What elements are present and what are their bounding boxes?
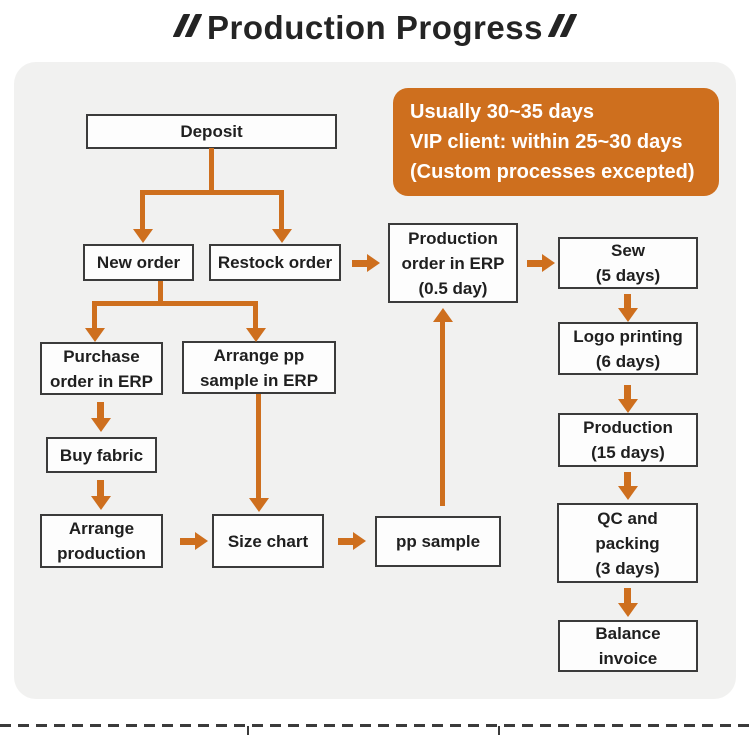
arrow-production-order-to-sew-shaft [527,260,542,267]
node-deposit: Deposit [86,114,337,149]
node-new-order: New order [83,244,194,281]
arrow-purchase-to-buy-fabric-shaft [97,402,104,418]
arrow-pp-sample-to-production-order-shaft [440,321,445,506]
quote-left-icon [172,14,203,37]
node-logo-printing: Logo printing (6 days) [558,322,698,375]
callout-line-3: (Custom processes excepted) [410,161,695,183]
connector-deposit-to-restock-line [279,195,284,229]
page-title: Production Progress [0,6,750,50]
arrow-qc-to-balance-shaft [624,588,631,603]
arrow-size-chart-to-pp-sample-shaft [338,538,353,545]
connector-new-order-stem [158,281,163,306]
divider-tick-right [498,726,500,735]
arrow-restock-to-production-order-shaft [352,260,367,267]
lead-time-callout: Usually 30~35 days VIP client: within 25… [393,88,719,196]
arrow-sew-to-logo-shaft [624,294,631,308]
node-production-order: Production order in ERP (0.5 day) [388,223,518,303]
connector-deposit-split-bar [140,190,284,195]
divider-tick-left [247,726,249,735]
arrow-logo-to-production-head [618,399,638,413]
arrowhead-to-restock-order [272,229,292,243]
callout-line-2: VIP client: within 25~30 days [410,131,683,153]
arrow-sew-to-logo-head [618,308,638,322]
node-purchase-order: Purchase order in ERP [40,342,163,395]
arrowhead-to-arrange-pp [246,328,266,342]
dashed-divider [0,724,750,727]
arrow-buy-fabric-to-arrange-production-head [91,496,111,510]
quote-right-icon [547,14,578,37]
arrow-arrange-pp-to-size-chart-shaft [256,394,261,499]
connector-new-order-split-bar [92,301,258,306]
node-qc-packing: QC and packing (3 days) [557,503,698,583]
node-buy-fabric: Buy fabric [46,437,157,473]
node-balance-invoice: Balance invoice [558,620,698,672]
arrow-purchase-to-buy-fabric-head [91,418,111,432]
arrow-buy-fabric-to-arrange-production-shaft [97,480,104,496]
arrow-qc-to-balance-head [618,603,638,617]
connector-deposit-to-new-order-line [140,195,145,229]
arrow-production-to-qc-shaft [624,472,631,486]
node-arrange-production: Arrange production [40,514,163,568]
node-sew: Sew (5 days) [558,237,698,289]
connector-to-arrange-pp-line [253,306,258,328]
arrow-pp-sample-to-production-order-head [433,308,453,322]
node-production: Production (15 days) [558,413,698,467]
arrow-production-to-qc-head [618,486,638,500]
arrow-restock-to-production-order-head [367,254,380,272]
arrow-arrange-production-to-size-chart-head [195,532,208,550]
title-text: Production Progress [207,9,543,46]
arrow-arrange-production-to-size-chart-shaft [180,538,195,545]
arrowhead-to-new-order [133,229,153,243]
connector-deposit-stem [209,148,214,192]
arrow-production-order-to-sew-head [542,254,555,272]
arrow-size-chart-to-pp-sample-head [353,532,366,550]
node-size-chart: Size chart [212,514,324,568]
node-arrange-pp-sample: Arrange pp sample in ERP [182,341,336,394]
node-pp-sample: pp sample [375,516,501,567]
node-restock-order: Restock order [209,244,341,281]
callout-line-1: Usually 30~35 days [410,101,595,123]
connector-to-purchase-order-line [92,306,97,328]
arrowhead-to-purchase-order [85,328,105,342]
arrow-logo-to-production-shaft [624,385,631,399]
arrow-arrange-pp-to-size-chart-head [249,498,269,512]
